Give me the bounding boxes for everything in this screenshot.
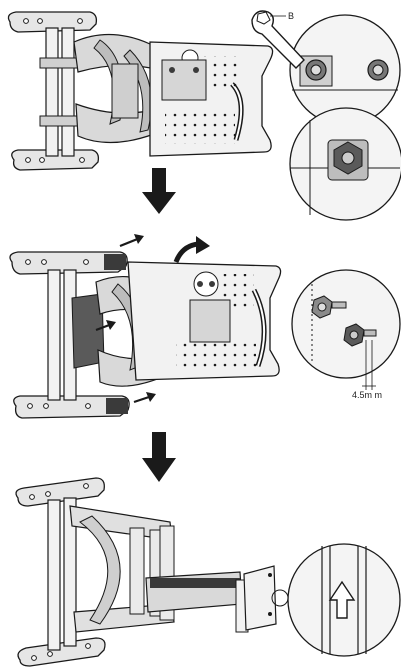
zoom-detail-bolts xyxy=(291,269,401,379)
wall-plate-2 xyxy=(9,251,130,419)
motion-arrows xyxy=(95,234,210,404)
wall-plate-1 xyxy=(7,11,100,171)
wall-plate-3 xyxy=(15,477,106,667)
step3-panel xyxy=(15,477,401,667)
wrench-icon: B xyxy=(251,10,305,69)
zoom-detail-upper xyxy=(289,14,401,126)
step2-panel: 4.5m m xyxy=(9,234,401,419)
down-arrow-2 xyxy=(142,432,176,482)
tv-plate-2 xyxy=(127,261,282,381)
zoom-detail-lower xyxy=(289,107,401,221)
swing-arms-3 xyxy=(69,505,243,633)
tv-bracket-3 xyxy=(235,565,289,633)
down-arrow-1 xyxy=(142,168,176,214)
swing-arms-1 xyxy=(73,33,161,144)
wrench-label: B xyxy=(288,11,294,21)
measurement-label: 4.5m m xyxy=(352,390,382,400)
up-arrow-icon xyxy=(328,580,356,619)
step1-panel: B xyxy=(7,10,401,221)
tv-plate-1 xyxy=(149,41,274,157)
measurement-callout: 4.5m m xyxy=(352,340,382,400)
